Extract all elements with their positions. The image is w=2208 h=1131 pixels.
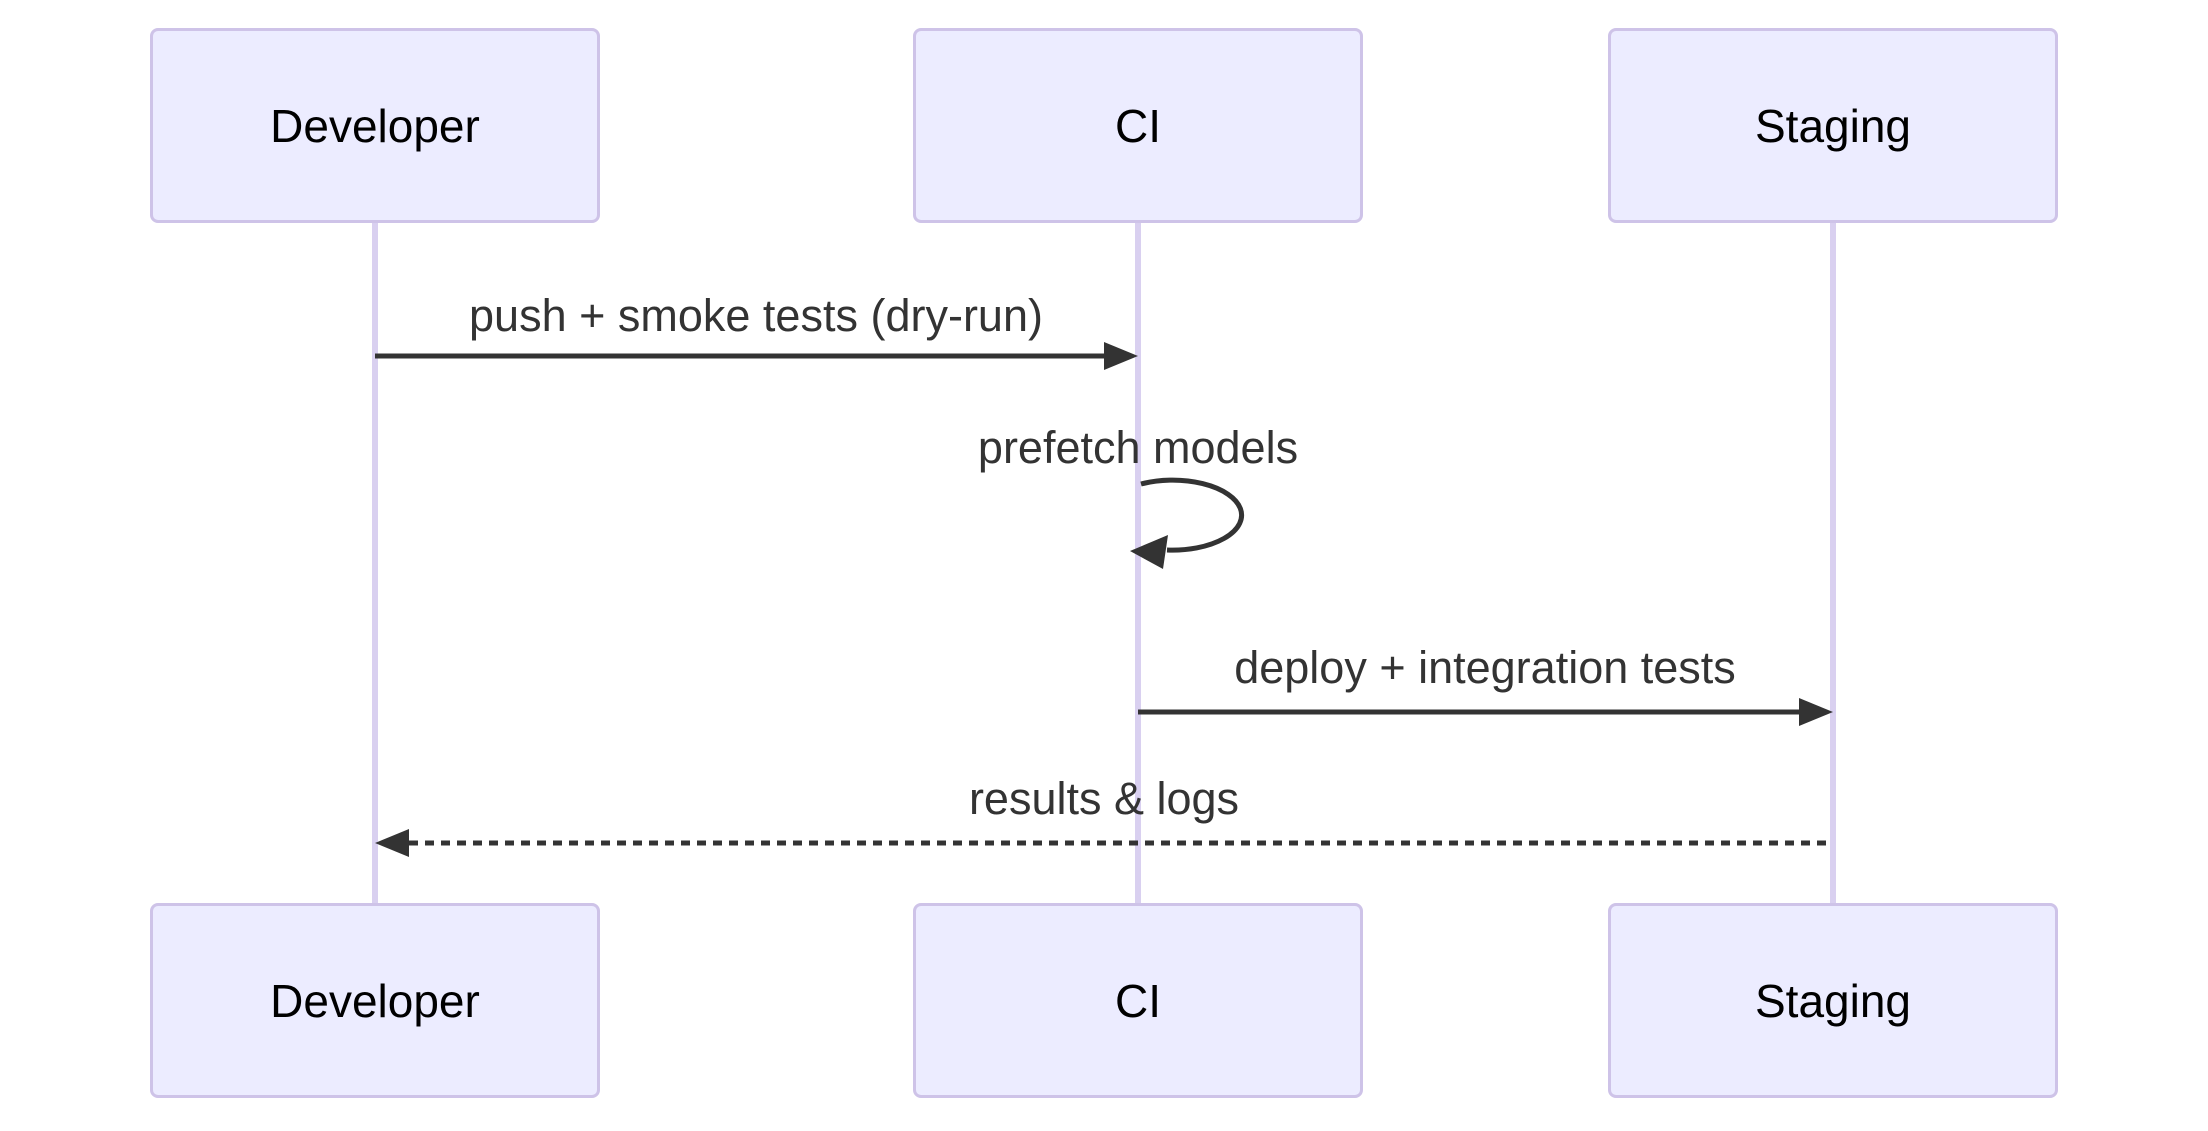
message-label-prefetch-models: prefetch models — [977, 422, 1299, 473]
message-line-self-loop — [1140, 477, 1245, 553]
actor-label-developer: Developer — [270, 974, 480, 1027]
message-label-push-smoke-tests: push + smoke tests (dry-run) — [469, 290, 1043, 341]
arrowhead-left-icon — [1130, 535, 1168, 569]
message-label-results-logs: results & logs — [968, 773, 1240, 824]
actor-label-staging: Staging — [1754, 99, 1911, 152]
arrowhead-right-icon — [1799, 698, 1833, 726]
actor-label-ci: CI — [1115, 974, 1161, 1027]
actor-box-ci-bottom: CI — [913, 903, 1363, 1098]
message-label-deploy-integration: deploy + integration tests — [1234, 642, 1736, 693]
arrowhead-left-icon — [375, 829, 409, 857]
arrowhead-right-icon — [1104, 342, 1138, 370]
actor-box-developer-top: Developer — [150, 28, 600, 223]
actor-label-developer: Developer — [270, 99, 480, 152]
actor-box-developer-bottom: Developer — [150, 903, 600, 1098]
actor-box-staging-top: Staging — [1608, 28, 2058, 223]
actor-label-ci: CI — [1115, 99, 1161, 152]
actor-box-ci-top: CI — [913, 28, 1363, 223]
actor-label-staging: Staging — [1754, 974, 1911, 1027]
actor-box-staging-bottom: Staging — [1608, 903, 2058, 1098]
